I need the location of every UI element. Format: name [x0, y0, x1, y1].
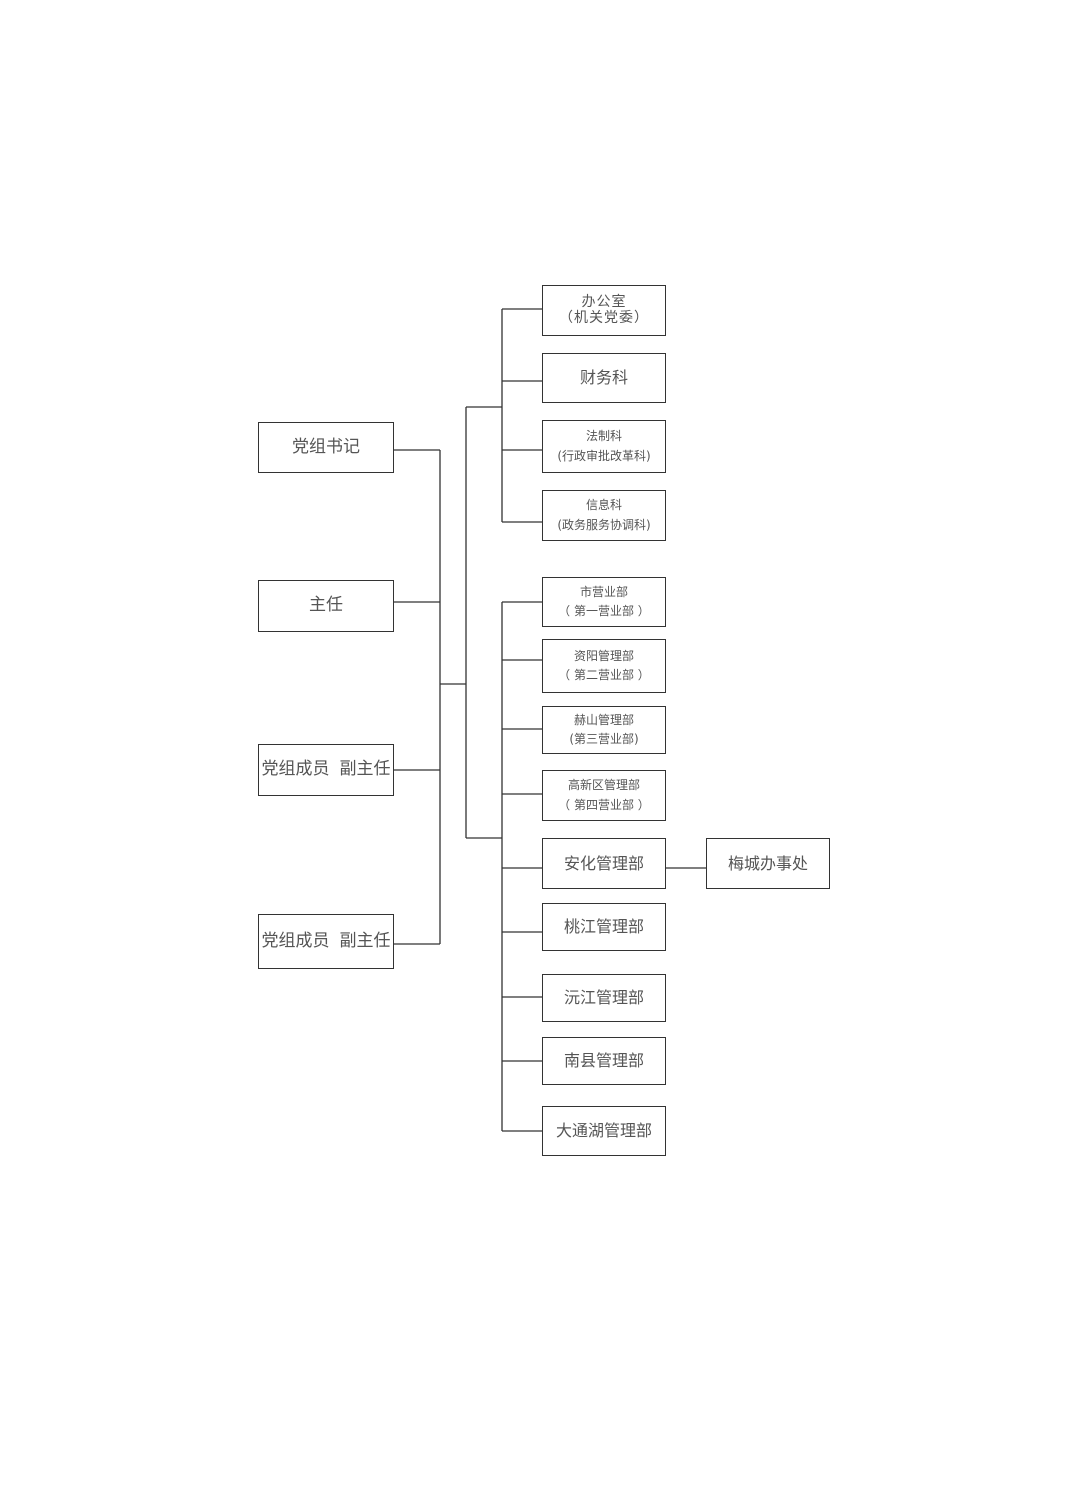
leader-party-secretary: 党组书记 — [258, 422, 394, 473]
leader-deputy-director-1: 党组成员 副主任 — [258, 744, 394, 796]
office-label: 梅城办事处 — [727, 853, 808, 873]
dept-city-business: 市营业部 （ 第一营业部 ） — [542, 577, 666, 627]
leader-label: 副主任 — [339, 759, 391, 780]
dept-heshan: 赫山管理部 (第三营业部) — [542, 706, 666, 754]
dept-sublabel: （机关党委） — [559, 309, 649, 326]
dept-ziyang: 资阳管理部 （ 第二营业部 ） — [542, 639, 666, 693]
dept-legal: 法制科 (行政审批改革科) — [542, 420, 666, 473]
leader-label: 副主任 — [339, 930, 391, 951]
dept-label: 大通湖管理部 — [555, 1121, 652, 1140]
dept-label: 财务科 — [579, 368, 628, 387]
leader-label: 党组成员 — [261, 759, 330, 780]
dept-anhua: 安化管理部 — [542, 838, 666, 889]
dept-label: 资阳管理部 — [573, 648, 634, 663]
leader-label: 党组成员 — [261, 930, 330, 951]
dept-information: 信息科 (政务服务协调科) — [542, 490, 666, 541]
dept-taojiang: 桃江管理部 — [542, 903, 666, 951]
dept-label: 市营业部 — [579, 584, 628, 599]
dept-hightech: 高新区管理部 （ 第四营业部 ） — [542, 770, 666, 821]
leader-label: 主 — [308, 595, 354, 616]
dept-label: 南县管理部 — [563, 1051, 644, 1070]
dept-sublabel: (行政审批改革科) — [557, 448, 651, 463]
leader-label: 党组书记 — [292, 436, 360, 457]
leader-director: 主 任 — [258, 580, 394, 632]
dept-label: 桃江管理部 — [563, 917, 644, 936]
leader-label: 任 — [326, 595, 343, 616]
dept-sublabel: （ 第二营业部 ） — [558, 668, 650, 682]
dept-office: 办公室 （机关党委） — [542, 285, 666, 336]
dept-yuanjiang: 沅江管理部 — [542, 974, 666, 1022]
leader-deputy-director-2: 党组成员 副主任 — [258, 914, 394, 969]
office-meicheng: 梅城办事处 — [706, 838, 830, 889]
dept-sublabel: （ 第四营业部 ） — [558, 797, 650, 812]
dept-sublabel: (第三营业部) — [569, 732, 639, 746]
dept-label: 沅江管理部 — [563, 988, 644, 1007]
dept-sublabel: (政务服务协调科) — [557, 517, 651, 532]
dept-finance: 财务科 — [542, 353, 666, 403]
dept-label: 办公室 — [581, 294, 627, 311]
dept-label: 赫山管理部 — [573, 712, 634, 727]
dept-label: 高新区管理部 — [567, 778, 640, 793]
dept-datonghu: 大通湖管理部 — [542, 1106, 666, 1156]
dept-nanxian: 南县管理部 — [542, 1037, 666, 1085]
dept-sublabel: （ 第一营业部 ） — [558, 604, 650, 618]
dept-label: 信息科 — [585, 498, 622, 513]
dept-label: 安化管理部 — [563, 853, 644, 873]
dept-label: 法制科 — [585, 429, 622, 444]
